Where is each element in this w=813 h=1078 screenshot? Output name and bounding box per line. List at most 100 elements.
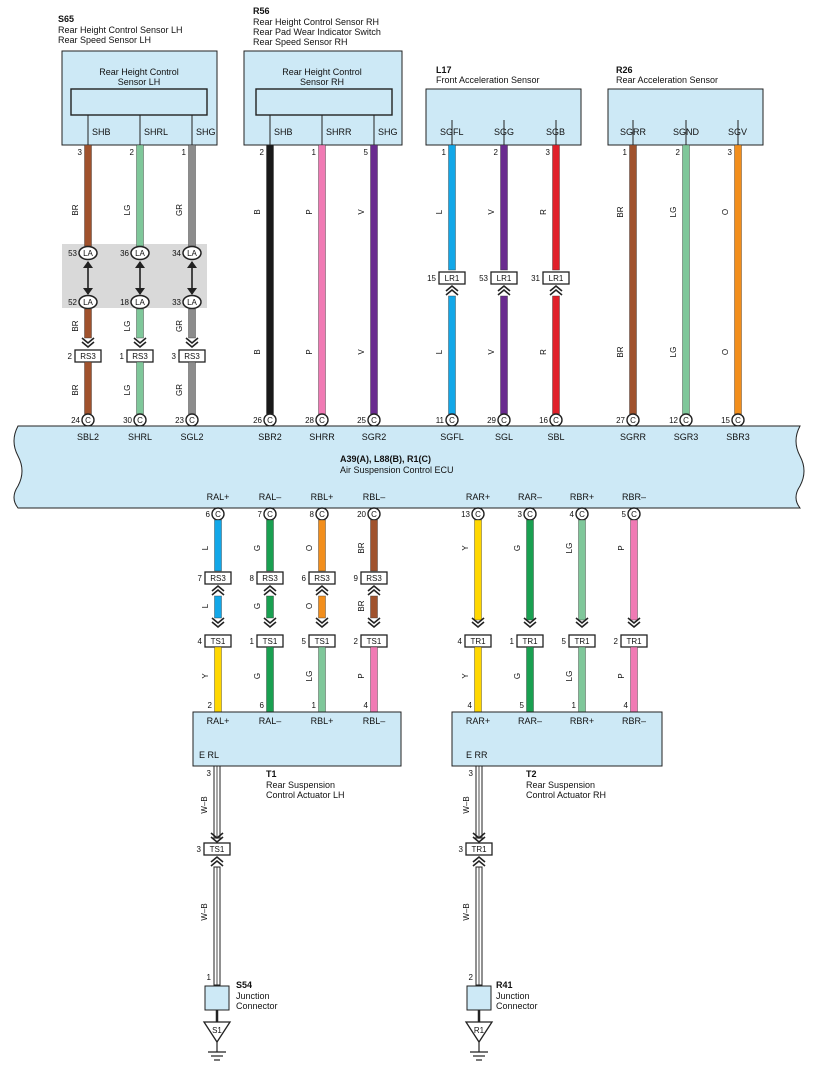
ecu-bottom-pin-4: RAR+	[466, 492, 490, 502]
top-wire-1-la-top	[130, 245, 150, 261]
ground-rh-jc-pin: 2	[469, 973, 474, 982]
bottom-wire-7-act-pin: 4	[624, 701, 629, 710]
top-wire-6-color1: L	[435, 209, 444, 214]
s54-code: S54	[236, 980, 252, 990]
bottom-wire-3-mid-conn	[360, 571, 388, 585]
bottom-wire-1-chev-down-0	[263, 617, 277, 625]
top-wire-5-color1: V	[357, 209, 366, 215]
bottom-wire-0-seg3	[214, 646, 222, 713]
top-wire-7-chev-1	[497, 284, 511, 292]
top-wire-6-ecu-pin-num: 11	[436, 416, 445, 425]
top-wire-2-la-bot	[182, 294, 202, 310]
top-wire-8-chev-0	[549, 288, 563, 296]
top-wire-7-conn	[490, 271, 518, 285]
bottom-wire-0-ecu-pin-letter: C	[215, 510, 221, 519]
s65-code: S65	[58, 14, 74, 24]
top-wire-1-seg3	[136, 361, 144, 415]
bottom-wire-2-color2: O	[305, 603, 314, 609]
bottom-wire-3-chev-up-1	[367, 584, 381, 592]
top-wire-0-color2: BR	[71, 320, 80, 331]
top-wire-1-color1: LG	[123, 205, 132, 216]
ecu-bottom-pin-5: RAR–	[518, 492, 542, 502]
bottom-wire-3-color3: P	[357, 673, 366, 678]
top-wire-6-chev-1	[445, 284, 459, 292]
bottom-wire-0-chev-down-1	[211, 621, 225, 629]
top-wire-9-color1: BR	[616, 206, 625, 217]
ecu-bottom-pin-6: RBR+	[570, 492, 594, 502]
s65-desc-2: Rear Speed Sensor LH	[58, 35, 151, 45]
bottom-wire-0-color1: L	[201, 545, 210, 550]
top-wire-7-ecu-pin-num: 29	[487, 416, 496, 425]
bottom-wire-0-low-conn-num: 4	[198, 637, 203, 646]
ground-rh-act-pin: 3	[469, 769, 474, 778]
bottom-wire-4-ecu-pin-letter: C	[475, 510, 481, 519]
bottom-wire-7-color1: P	[617, 545, 626, 550]
bottom-wire-6-chev-down-1	[575, 621, 589, 629]
top-wire-1-la-top-label: LA	[135, 249, 145, 258]
l17-pin-2: SGG	[494, 127, 514, 137]
top-wire-1-ecu-pin-letter: C	[137, 416, 143, 425]
t2-pin-0: RAR+	[466, 716, 490, 726]
ground-rh-chev-down-1	[472, 836, 486, 844]
bottom-wire-0-low-conn-label: TS1	[211, 637, 226, 646]
bottom-wire-2-color3: LG	[305, 671, 314, 682]
t2-pin-2: RBR+	[570, 716, 594, 726]
r56-desc-3: Rear Speed Sensor RH	[253, 37, 348, 47]
bottom-wire-1-mid-conn	[256, 571, 284, 585]
bottom-wire-4-color3: Y	[461, 673, 470, 679]
ground-rh-chev-up-1	[472, 855, 486, 863]
s65-pin-3: SHG	[196, 127, 216, 137]
s65-inner-2: Sensor LH	[118, 77, 161, 87]
top-wire-3-color1: B	[253, 209, 262, 214]
ground-rh-junction-box	[466, 985, 492, 1011]
top-wire-4-seg1	[318, 144, 326, 415]
bottom-wire-1-color2: G	[253, 603, 262, 609]
bottom-wire-5-color1: G	[513, 545, 522, 551]
top-wire-11-ecu-pin-num: 15	[721, 416, 730, 425]
ecu-top-pin-4: SHRR	[309, 432, 335, 442]
top-wire-11-color1: O	[721, 209, 730, 215]
top-wire-5-sensor-pin: 5	[364, 148, 369, 157]
t2-pin-3: RBR–	[622, 716, 646, 726]
top-wire-6-conn	[438, 271, 466, 285]
top-wire-1-seg1	[136, 144, 144, 247]
bottom-wire-0-mid-conn	[204, 571, 232, 585]
top-wire-0-color1: BR	[71, 204, 80, 215]
top-wire-0-seg2	[84, 308, 92, 339]
top-wire-2-conn-num: 3	[172, 352, 177, 361]
bottom-wire-1-color1: G	[253, 545, 262, 551]
top-wire-1-color2: LG	[123, 321, 132, 332]
bottom-wire-2-seg2	[318, 595, 326, 619]
l17-pin-3: SGB	[546, 127, 565, 137]
bottom-wire-3-mid-conn-num: 9	[354, 574, 359, 583]
ground-lh-act-pin: 3	[207, 769, 212, 778]
top-wires: 3BRLA53LA52BRRS32BRC242LGLA36LA18LGRS31L…	[68, 144, 745, 427]
top-wire-6-color2: L	[435, 349, 444, 354]
bottom-wire-4-act-pin: 4	[468, 701, 473, 710]
t1-code: T1	[266, 769, 277, 779]
ecu-bottom-pin-7: RBR–	[622, 492, 646, 502]
bottom-wire-2-color1: O	[305, 545, 314, 551]
ecu-top-pin-8: SBL	[547, 432, 564, 442]
bottom-wire-6-color3: LG	[565, 671, 574, 682]
r56-code: R56	[253, 6, 270, 16]
top-wire-8-chev-1	[549, 284, 563, 292]
bottom-wire-7-seg3	[630, 646, 638, 713]
bottom-wire-1-seg3	[266, 646, 274, 713]
top-wire-10-ecu-pin-num: 12	[669, 416, 678, 425]
ecu-top-pin-10: SGR3	[674, 432, 699, 442]
ecu-top-pin-0: SBL2	[77, 432, 99, 442]
top-wire-1-ecu-pin-num: 30	[123, 416, 132, 425]
top-wire-10-color2: LG	[669, 347, 678, 358]
ecu-bottom-pin-labels: RAL+RAL–RBL+RBL–RAR+RAR–RBR+RBR–	[207, 492, 646, 502]
bottom-wire-5-chev-down-0	[523, 617, 537, 625]
top-wire-6-conn-label: LR1	[445, 274, 460, 283]
bottom-wire-0-color2: L	[201, 603, 210, 608]
actuator-pin-labels: RAL+RAL–RBL+RBL–RAR+RAR–RBR+RBR–	[207, 716, 646, 726]
top-wire-0-la-top	[78, 245, 98, 261]
bottom-wire-1-seg1	[266, 519, 274, 572]
top-wire-9-ecu-pin-num: 27	[616, 416, 625, 425]
ground-lh-chev-down-0	[210, 832, 224, 840]
bottom-wires: C6LRS37LTS14Y2C7GRS38GTS11G6C8ORS36OTS15…	[198, 507, 648, 713]
